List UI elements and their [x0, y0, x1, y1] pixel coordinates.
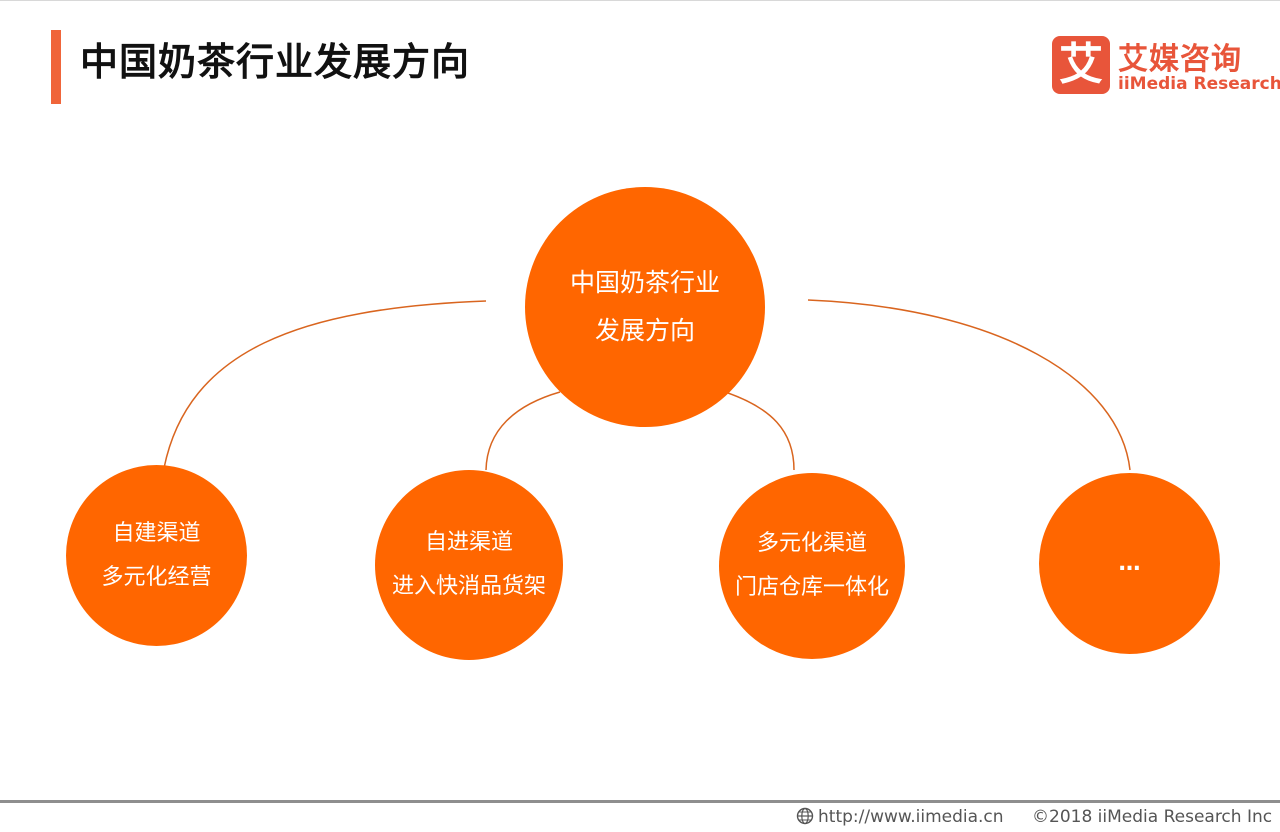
footer-copyright: ©2018 iiMedia Research Inc [1032, 807, 1273, 827]
branch-node-1-line-1: 自建渠道 [112, 520, 201, 546]
branch-node-4-line-1: … [1118, 550, 1141, 576]
branch-node-1: 自建渠道 多元化经营 [66, 465, 247, 646]
logo-mark: 艾 [1052, 36, 1110, 94]
page-title: 中国奶茶行业发展方向 [80, 40, 471, 84]
globe-icon [796, 807, 814, 825]
iimedia-logo: 艾 艾媒咨询 iiMedia Research [1052, 36, 1280, 96]
top-border [0, 0, 1280, 1]
branch-node-4: … [1039, 473, 1220, 654]
footer-divider [0, 800, 1280, 803]
branch-node-2-line-1: 自进渠道 [424, 530, 513, 555]
center-node-line-2: 发展方向 [594, 316, 695, 345]
branch-node-3: 多元化渠道 门店仓库一体化 [719, 473, 905, 659]
branch-node-3-line-1: 多元化渠道 [756, 531, 867, 556]
center-node-line-1: 中国奶茶行业 [569, 268, 720, 297]
branch-node-2-line-2: 进入快消品货架 [391, 574, 546, 599]
connector-center-to-branch-2 [485, 391, 561, 471]
branch-node-2: 自进渠道 进入快消品货架 [375, 470, 563, 660]
footer-url-text[interactable]: http://www.iimedia.cn [818, 807, 1004, 827]
branch-node-1-line-2: 多元化经营 [101, 564, 212, 590]
connector-center-to-branch-4 [807, 299, 1131, 471]
branch-node-3-line-2: 门店仓库一体化 [734, 575, 889, 600]
footer-url[interactable]: http://www.iimedia.cn [796, 805, 1004, 829]
logo-name-en: iiMedia Research [1118, 74, 1280, 94]
connector-center-to-branch-3 [727, 392, 795, 471]
logo-name-cn: 艾媒咨询 [1118, 42, 1242, 77]
title-accent-bar [51, 30, 61, 104]
connector-center-to-branch-1 [163, 300, 487, 469]
center-node: 中国奶茶行业 发展方向 [525, 187, 765, 427]
